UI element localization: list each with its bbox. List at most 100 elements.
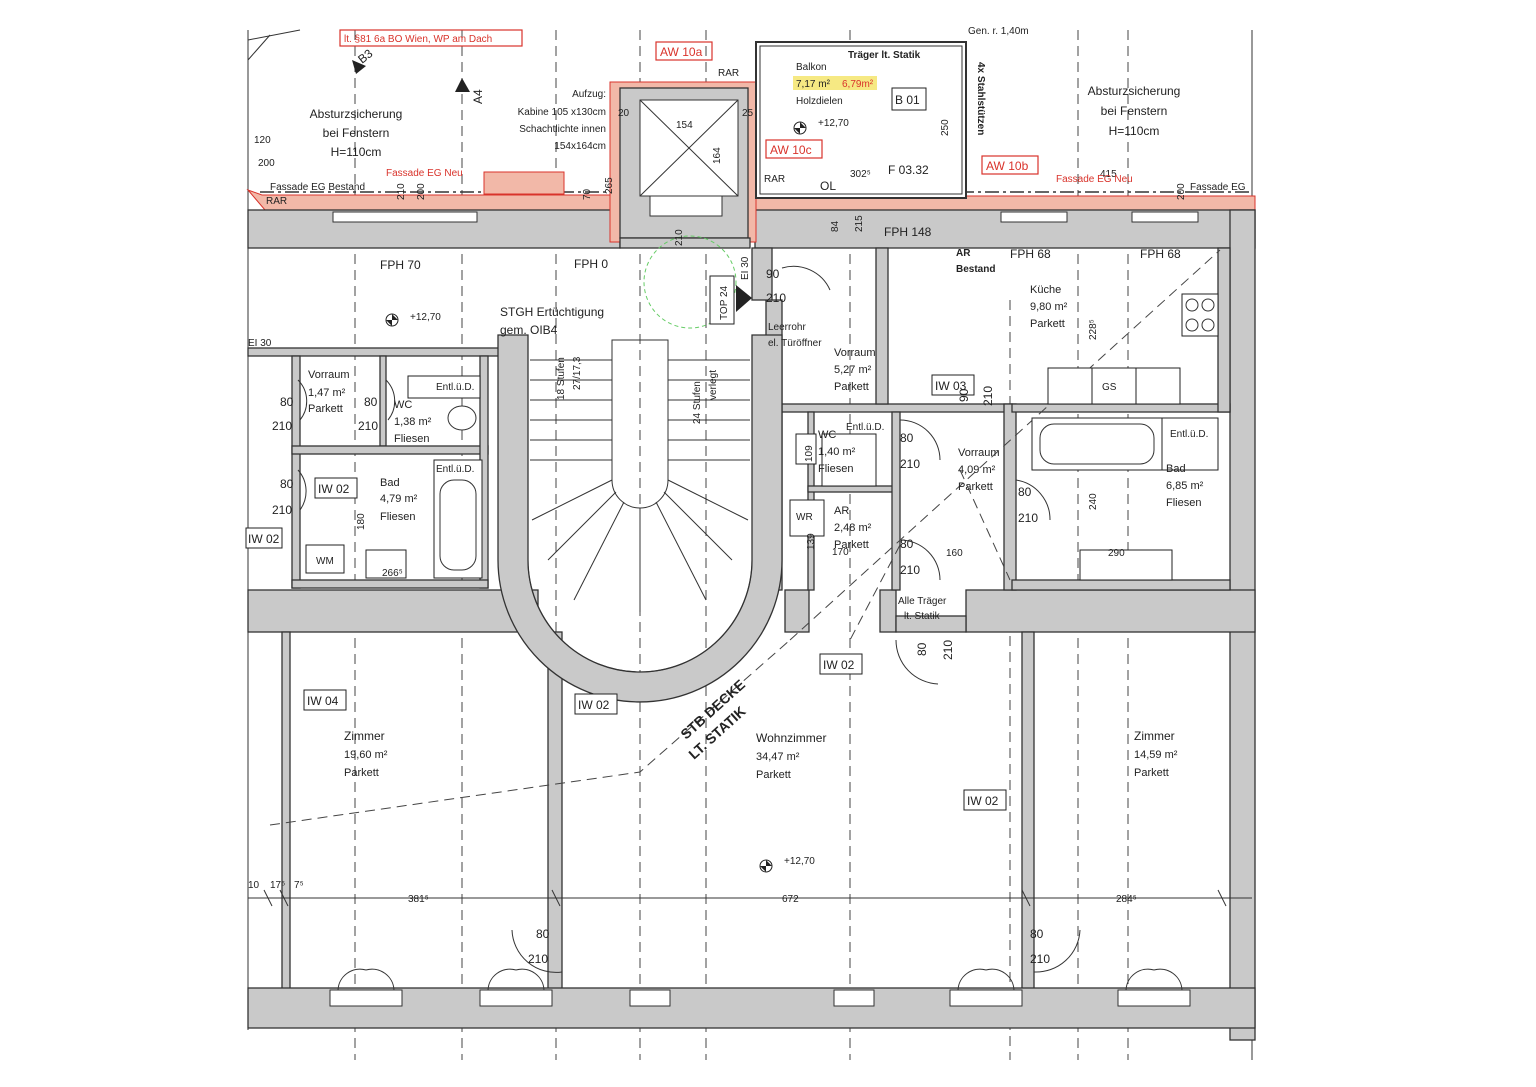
wc2-area: 1,40 m² <box>818 446 856 458</box>
top-clip-label: Gen. r. 1,40m <box>968 26 1029 37</box>
facade-bestand: Fassade EG Bestand <box>270 182 365 193</box>
alle-traeger-1: Alle Träger <box>898 596 947 607</box>
elevator-shaft <box>609 81 757 243</box>
stair-upgrade-2: gem. OIB4 <box>500 323 558 337</box>
dim-door-210: 210 <box>900 563 920 577</box>
bo-note: lt. §81 6a BO Wien, WP am Dach <box>344 34 492 45</box>
dim-381: 381⁵ <box>408 894 429 905</box>
dim-door-210: 210 <box>272 419 292 433</box>
balcony-floor: Holzdielen <box>796 96 843 107</box>
alle-traeger-2: lt. Statik <box>904 611 941 622</box>
bad1-floor: Fliesen <box>380 511 415 523</box>
entl-wc2: Entl.ü.D. <box>846 422 884 433</box>
dim-door-80: 80 <box>364 395 378 409</box>
entl-bad1: Entl.ü.D. <box>436 464 474 475</box>
stair-steps-right-2: verlegt <box>708 370 719 400</box>
rar-left: RAR <box>266 196 287 207</box>
wohnzimmer-floor: Parkett <box>756 769 791 781</box>
wr-label: WR <box>796 512 813 523</box>
vorraum2-area: 5,27 m² <box>834 364 872 376</box>
tag-iw02-hall: IW 02 <box>823 658 855 672</box>
fph-labels: FPH 70 FPH 0 FPH 148 FPH 68 FPH 68 AR Be… <box>380 225 1181 275</box>
dim-door-80: 80 <box>536 927 550 941</box>
dim-228: 228⁵ <box>1088 319 1099 340</box>
tag-ei30-top: EI 30 <box>740 256 751 280</box>
dim-10: 10 <box>248 880 260 891</box>
tag-iw02-wohn: IW 02 <box>578 698 610 712</box>
kueche-name: Küche <box>1030 284 1061 296</box>
dim-120: 120 <box>254 135 271 146</box>
leerrohr-2: el. Türöffner <box>768 338 822 349</box>
misc-notes: Leerrohr el. Türöffner Alle Träger lt. S… <box>316 322 1208 622</box>
balcony <box>755 41 967 199</box>
b01-label: B 01 <box>895 93 920 107</box>
door-dims: 80 210 80 210 80 210 90 210 80 210 80 21… <box>272 267 1050 966</box>
dim-door-210: 210 <box>766 291 786 305</box>
bad2-floor: Fliesen <box>1166 497 1201 509</box>
zimmer2-floor: Parkett <box>1134 767 1169 779</box>
room-labels: Vorraum 1,47 m² Parkett WC 1,38 m² Flies… <box>308 284 1204 781</box>
tag-iw04: IW 04 <box>307 694 339 708</box>
rar-top: RAR <box>718 68 739 79</box>
fixtures <box>305 293 1219 581</box>
dim-164: 164 <box>712 147 723 164</box>
tag-iw02-left: IW 02 <box>248 532 280 546</box>
rar-balcony: RAR <box>764 174 785 185</box>
dim-210-left: 210 <box>396 183 407 200</box>
dimension-chain: 381⁵ 672 284⁵ 10 17⁵ 7⁵ 170 160 290 240 … <box>248 108 1252 907</box>
kueche-floor: Parkett <box>1030 318 1065 330</box>
dim-266: 266⁵ <box>382 568 403 579</box>
tag-iw03: IW 03 <box>935 379 967 393</box>
dim-240: 240 <box>1088 493 1099 510</box>
vorraum2-name: Vorraum <box>834 347 876 359</box>
level-wohn: +12,70 <box>784 856 815 867</box>
dim-door-80: 80 <box>1030 927 1044 941</box>
dim-door-210: 210 <box>358 419 378 433</box>
facade-neu-right: Fassade EG Neu <box>1056 174 1133 185</box>
wohnzimmer-area: 34,47 m² <box>756 751 800 763</box>
fall-protection-right-2: bei Fenstern <box>1101 104 1168 118</box>
dim-84: 84 <box>830 220 841 232</box>
wc2-name: WC <box>818 429 836 441</box>
fall-protection-right-1: Absturzsicherung <box>1088 84 1181 98</box>
bad2-area: 6,85 m² <box>1166 480 1204 492</box>
leerrohr-1: Leerrohr <box>768 322 806 333</box>
dim-7: 7⁵ <box>294 880 304 891</box>
balcony-name: Balkon <box>796 62 827 73</box>
vorraum1-floor: Parkett <box>308 403 343 415</box>
tag-aw10a: AW 10a <box>660 45 703 59</box>
elevator-note-2: Kabine 105 x130cm <box>518 107 606 118</box>
dim-70: 70 <box>582 188 593 200</box>
vorraum1-area: 1,47 m² <box>308 387 346 399</box>
wall-tags: IW 03 IW 02 IW 02 IW 04 IW 02 IW 02 IW 0… <box>245 256 1007 811</box>
dim-200-left: 200 <box>416 183 427 200</box>
ar-bestand-2: Bestand <box>956 264 995 275</box>
ar-name: AR <box>834 505 849 517</box>
stair-upgrade-1: STGH Ertüchtigung <box>500 305 604 319</box>
tag-aw10c: AW 10c <box>770 143 812 157</box>
bad2-name: Bad <box>1166 463 1186 475</box>
fph-70: FPH 70 <box>380 258 421 272</box>
dim-210: 210 <box>674 229 685 246</box>
dim-20: 20 <box>618 108 630 119</box>
elevator-note-3: Schachtlichte innen <box>519 124 606 135</box>
fph-68-b: FPH 68 <box>1140 247 1181 261</box>
level-marker-icon <box>385 313 399 327</box>
level-marker-icon <box>759 859 773 873</box>
vorraum1-name: Vorraum <box>308 369 350 381</box>
zimmer1-area: 19,60 m² <box>344 749 388 761</box>
traeger-label: Träger lt. Statik <box>848 50 921 61</box>
tag-aw10b: AW 10b <box>986 159 1029 173</box>
level-markers: +12,70 +12,70 <box>385 312 815 873</box>
dim-265: 265 <box>604 177 615 194</box>
balcony-area: 7,17 m² <box>796 79 831 90</box>
vorraum3-area: 4,09 m² <box>958 464 996 476</box>
dim-139: 139 <box>806 533 817 550</box>
dim-290: 290 <box>1108 548 1125 559</box>
dim-284: 284⁵ <box>1116 894 1137 905</box>
dim-200: 200 <box>258 158 275 169</box>
interior-walls <box>247 237 1256 1029</box>
tag-iw02-bad: IW 02 <box>318 482 350 496</box>
elevator-note-1: Aufzug: <box>572 89 606 100</box>
